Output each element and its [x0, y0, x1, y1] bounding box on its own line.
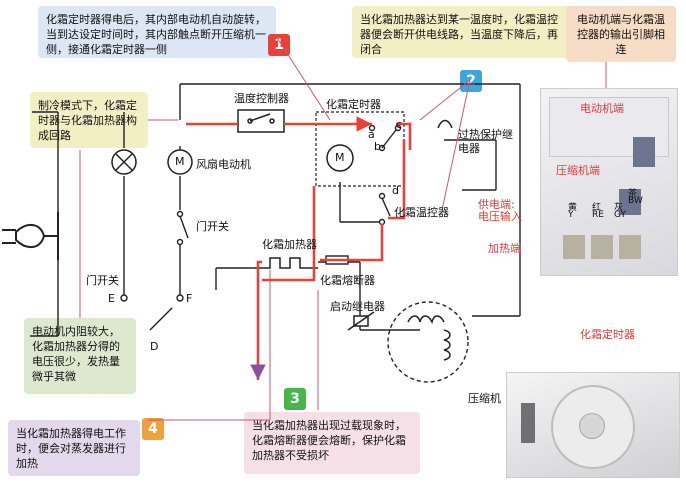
note-pin-connection: 电动机端与化霜温控器的输出引脚相连 — [566, 6, 676, 62]
defrost-thermostat-icon — [378, 192, 391, 226]
label-defrost-timer: 化霜定时器 — [326, 98, 381, 111]
label-defrost-heater: 化霜加热器 — [262, 238, 317, 251]
note-fuse-protect: 当化霜加热器出现过载现象时，化霜熔断器便会熔断，保护化霜加热器不受损坏 — [244, 412, 420, 474]
photo-pin4-cn: 茶 — [628, 189, 638, 199]
label-fan-motor-m: M — [175, 155, 185, 168]
badge-2: 2 — [460, 70, 482, 92]
label-pin-a: a — [368, 128, 375, 141]
label-point-f: F — [186, 292, 193, 305]
photo-pin2-cn: 红 — [592, 203, 602, 213]
timer-photo-top — [540, 88, 678, 276]
photo-pin1-cn: 黄 — [568, 203, 578, 213]
label-overheat-relay: 过热保护继电器 — [458, 128, 513, 155]
fan-motor-icon — [167, 149, 193, 175]
door-switch-f-icon — [176, 210, 189, 302]
overheat-relay-icon — [437, 119, 453, 129]
photo-label-supply: 供电端: — [478, 198, 515, 211]
note-timer-energized: 化霜定时器得电后，其内部电动机自动旋转，当到达设定时间时，其内部触点断开压缩机一… — [38, 6, 276, 58]
label-defrost-thermostat: 化霜温控器 — [394, 206, 449, 219]
photo-pin3-en: GY — [614, 210, 627, 220]
badge-3: 3 — [284, 388, 306, 410]
label-pin-c: c — [396, 118, 403, 131]
note-cooling-mode: 制冷模式下，化霜定时器与化霜加热器构成回路 — [30, 92, 148, 148]
photo-pin2-en: RE — [592, 210, 604, 220]
timer-photo-bottom — [506, 372, 680, 478]
photo-pin3-cn: 灰 — [614, 203, 624, 213]
label-door-switch: 门开关 — [196, 220, 229, 233]
label-defrost-fuse: 化霜熔断器 — [320, 274, 375, 287]
power-plug-icon — [2, 212, 59, 260]
photo-label-compressor-end: 压缩机端 — [556, 164, 600, 177]
door-switch-d-icon — [149, 307, 173, 331]
label-point-d: D — [150, 340, 159, 353]
label-temperature-controller: 温度控制器 — [234, 92, 289, 105]
note-heater-works: 当化霜加热器得电工作时，便会对蒸发器进行加热 — [8, 420, 140, 476]
label-point-e: E — [108, 292, 115, 305]
badge-1: 1 — [268, 34, 290, 56]
photo-label-heater-end: 加热端 — [488, 242, 521, 255]
label-start-relay: 启动继电器 — [330, 300, 385, 313]
label-door-switch-2: 门开关 — [86, 274, 119, 287]
compressor-icon — [387, 301, 469, 383]
label-pin-d: d — [392, 184, 399, 197]
photo-label-motor-end: 电动机端 — [580, 102, 624, 115]
photo-caption-defrost-timer: 化霜定时器 — [580, 328, 635, 341]
lamp-icon — [111, 149, 137, 175]
photo-pin1-en: Y — [568, 210, 574, 220]
photo-label-voltage-in: 电压输入 — [478, 210, 522, 223]
start-relay-icon — [347, 311, 375, 331]
label-fan-motor: 风扇电动机 — [196, 158, 251, 171]
defrost-heater-icon — [262, 257, 318, 269]
photo-pin4-en: BW — [628, 196, 643, 206]
door-switch-e-icon — [120, 294, 128, 302]
label-pin-b: b — [374, 140, 381, 153]
note-motor-resistance: 电动机内阻较大，化霜加热器分得的电压很少，发热量微乎其微 — [24, 318, 136, 394]
note-thermo-cutoff: 当化霜加热器达到某一温度时，化霜温控器便会断开供电线路，当温度下降后，再闭合 — [352, 6, 576, 58]
badge-4: 4 — [142, 418, 164, 440]
temperature-controller-icon — [237, 109, 285, 133]
label-timer-motor: M — [335, 151, 345, 164]
timer-motor-icon — [326, 144, 354, 172]
label-compressor: 压缩机 — [468, 392, 501, 405]
